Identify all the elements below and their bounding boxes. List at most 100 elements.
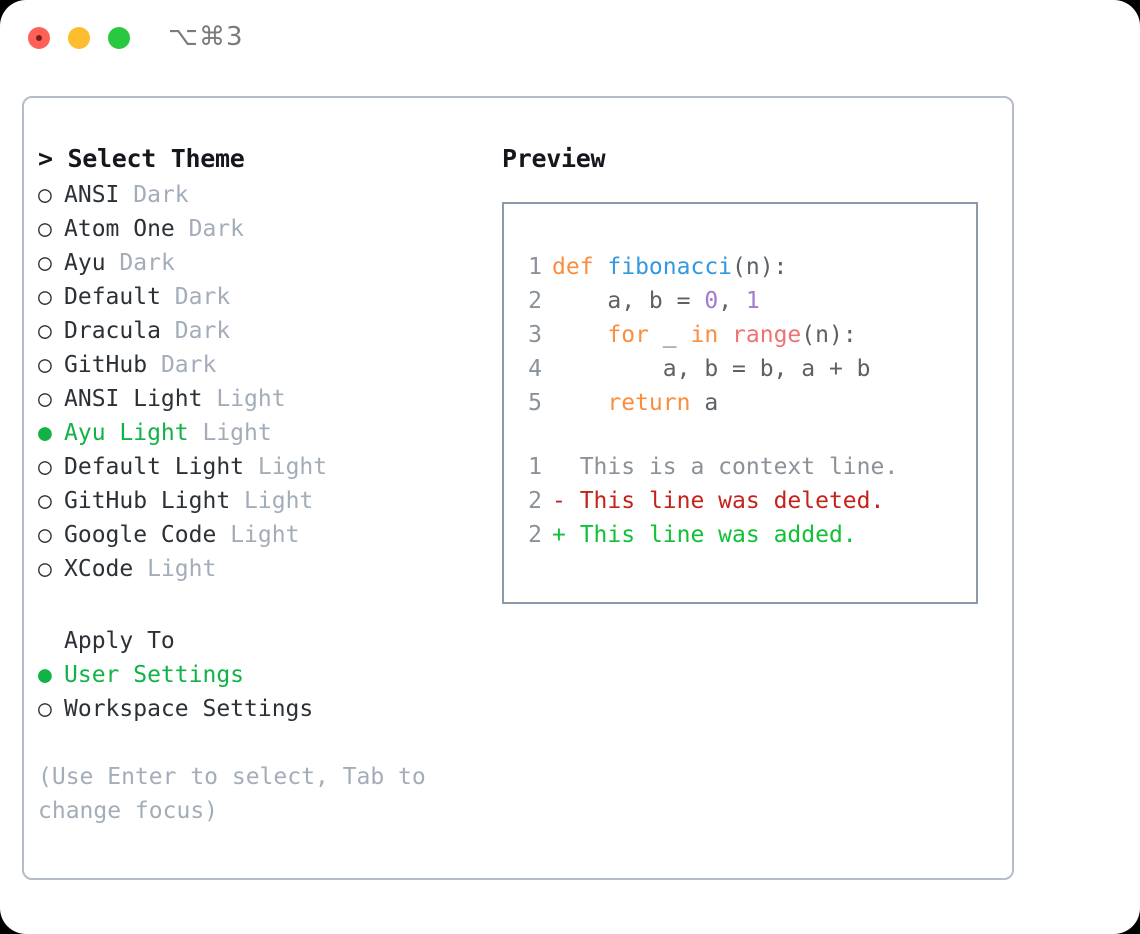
spacer: [202, 386, 216, 412]
theme-variant-label: Light: [244, 488, 314, 514]
radio-unselected-icon: ○: [38, 352, 52, 378]
theme-list-item[interactable]: ○ Default Light Light: [38, 450, 498, 484]
code-line-number: 3: [528, 322, 542, 348]
radio-unselected-icon: ○: [38, 182, 52, 208]
code-token-plain: [552, 322, 607, 348]
theme-name: Ayu Light: [64, 420, 189, 446]
code-line: 4 a, b = b, a + b: [518, 352, 968, 386]
theme-list-item[interactable]: ○Default Dark: [38, 280, 498, 314]
diff-text: This is a context line.: [565, 454, 899, 480]
theme-list-item[interactable]: ○ANSI Light Light: [38, 382, 498, 416]
code-token-plain: (n):: [732, 254, 788, 280]
theme-variant-label: Light: [202, 420, 272, 446]
code-token-num: 0: [704, 288, 719, 314]
preview-title: Preview: [502, 144, 606, 173]
theme-name: Google Code: [64, 522, 217, 548]
theme-variant-label: Dark: [119, 250, 175, 276]
hint-text: (Use Enter to select, Tab to change focu…: [38, 764, 426, 824]
radio-unselected-icon: ○: [38, 488, 52, 514]
theme-list-item[interactable]: ○Dracula Dark: [38, 314, 498, 348]
radio-unselected-icon: ○: [38, 318, 52, 344]
code-token-kw: in: [690, 322, 719, 348]
apply-to-header: Apply To: [64, 628, 175, 654]
diff-sign: -: [552, 488, 566, 514]
theme-list-item[interactable]: ○ Google Code Light: [38, 518, 498, 552]
radio-unselected-icon: ○: [38, 216, 52, 242]
radio-selected-icon: ●: [38, 662, 52, 688]
code-token-kw: def: [552, 254, 608, 280]
theme-name: GitHub Light: [64, 488, 231, 514]
theme-name: ANSI: [64, 182, 120, 208]
radio-unselected-icon: ○: [38, 696, 52, 722]
radio-selected-icon: ●: [38, 420, 52, 446]
theme-list-item[interactable]: ○ Atom One Dark: [38, 212, 498, 246]
radio-unselected-icon: ○: [38, 250, 52, 276]
spacer: [133, 556, 147, 582]
spacer: [244, 454, 258, 480]
spacer: [175, 216, 189, 242]
diff-line-number: 2: [528, 488, 542, 514]
apply-to-label: User Settings: [64, 662, 245, 688]
theme-list-item[interactable]: ○XCode Light: [38, 552, 498, 586]
code-token-plain: a: [690, 390, 719, 416]
theme-list-item[interactable]: ○ ANSI Dark: [38, 178, 498, 212]
theme-list-item[interactable]: ○ GitHub Dark: [38, 348, 498, 382]
apply-to-label: Workspace Settings: [64, 696, 314, 722]
code-token-builtin: range: [732, 322, 802, 348]
radio-unselected-icon: ○: [38, 556, 52, 582]
theme-list-item[interactable]: ○ GitHub Light Light: [38, 484, 498, 518]
radio-unselected-icon: ○: [38, 522, 52, 548]
radio-unselected-icon: ○: [38, 284, 52, 310]
code-token-plain: [552, 390, 607, 416]
diff-sign: +: [552, 522, 566, 548]
spacer: [106, 250, 120, 276]
spacer: [161, 318, 175, 344]
theme-variant-label: Light: [216, 386, 286, 412]
select-theme-header: > Select Theme: [38, 144, 245, 173]
code-token-fn: fibonacci: [607, 254, 733, 280]
apply-to-list[interactable]: ● User Settings ○ Workspace Settings: [38, 658, 498, 726]
diff-text: This line was deleted.: [565, 488, 885, 514]
diff-text: This line was added.: [565, 522, 857, 548]
theme-name: Default Light: [64, 454, 245, 480]
radio-unselected-icon: ○: [38, 454, 52, 480]
code-line-number: 2: [528, 288, 542, 314]
theme-name: Atom One: [64, 216, 175, 242]
theme-list-item[interactable]: ○ Ayu Dark: [38, 246, 498, 280]
theme-variant-label: Dark: [160, 352, 217, 378]
code-line: 3 for _ in range(n):: [518, 318, 968, 352]
diff-line: 2- This line was deleted.: [518, 484, 968, 518]
code-token-num: 1: [745, 288, 760, 314]
diff-line-number: 2: [528, 522, 542, 548]
spacer: [230, 488, 244, 514]
theme-name: Ayu: [64, 250, 106, 276]
theme-variant-label: Light: [257, 454, 328, 480]
maximize-window-button[interactable]: [108, 27, 130, 49]
spacer: [161, 284, 175, 310]
code-token-plain: [718, 322, 732, 348]
code-token-plain: a, b =: [552, 288, 705, 314]
theme-variant-label: Light: [230, 522, 300, 548]
apply-to-item[interactable]: ○ Workspace Settings: [38, 692, 498, 726]
theme-name: GitHub: [64, 352, 148, 378]
theme-variant-label: Dark: [188, 216, 245, 242]
code-token-kw: for: [607, 322, 649, 348]
code-token-plain: ,: [718, 288, 746, 314]
theme-list-item[interactable]: ● Ayu Light Light: [38, 416, 498, 450]
minimize-window-button[interactable]: [68, 27, 90, 49]
code-token-kw: return: [607, 390, 691, 416]
theme-variant-label: Dark: [174, 318, 231, 344]
theme-list[interactable]: ○ANSI Dark○Atom One Dark○Ayu Dark○Defaul…: [38, 178, 498, 586]
apply-to-item[interactable]: ● User Settings: [38, 658, 498, 692]
theme-selector-column: > Select Theme ○ANSI Dark○Atom One Dark○…: [38, 140, 498, 828]
code-token-plain: (n):: [801, 322, 857, 348]
code-token-plain: _: [648, 322, 691, 348]
close-window-button[interactable]: [28, 27, 50, 49]
spacer: [147, 352, 161, 378]
code-line-number: 5: [528, 390, 542, 416]
theme-variant-label: Dark: [133, 182, 189, 208]
main-panel: > Select Theme ○ANSI Dark○Atom One Dark○…: [22, 96, 1014, 880]
